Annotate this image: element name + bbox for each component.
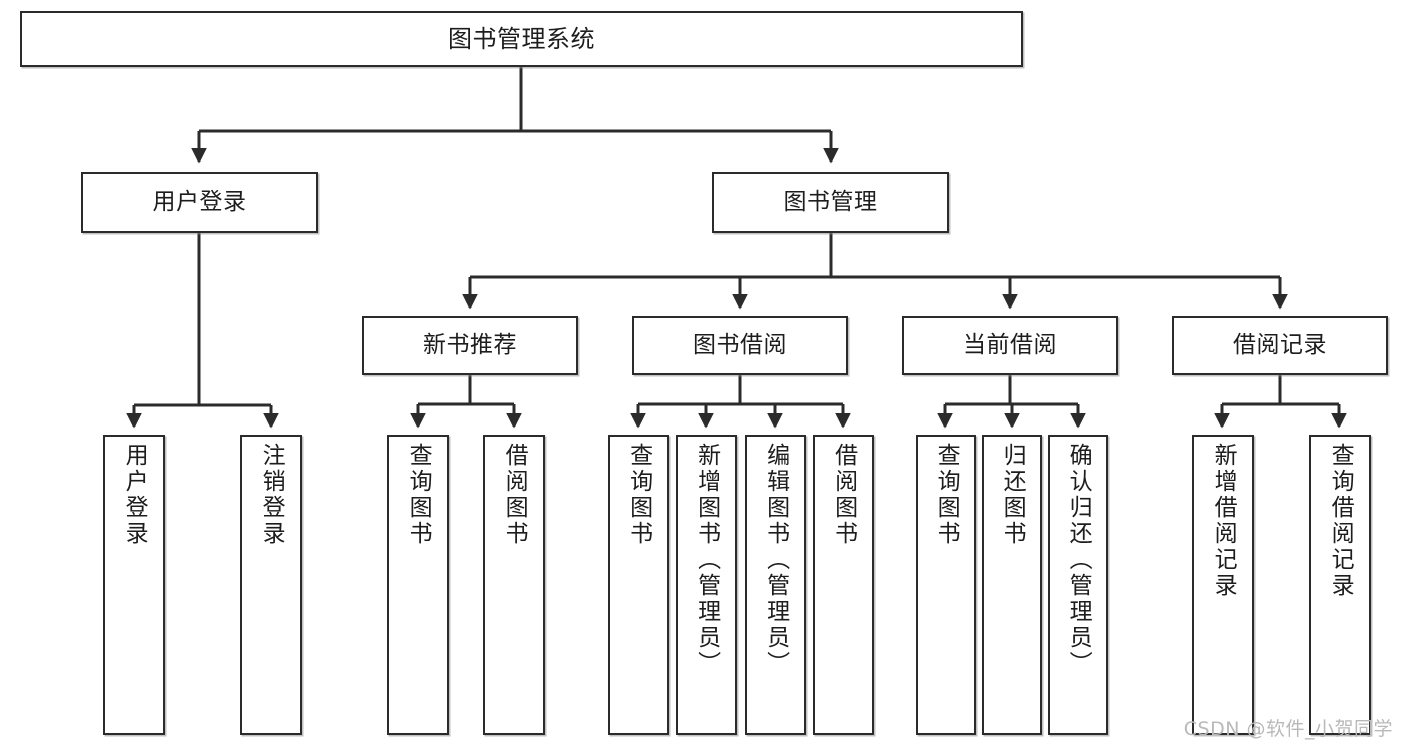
node-user-login[interactable]: 用户登录 (81, 172, 318, 233)
node-label: 新增图书（管理员） (693, 443, 720, 677)
leaf-user-login[interactable]: 用户登录 (103, 435, 165, 735)
leaf-borrow-query-book[interactable]: 查询图书 (608, 435, 669, 735)
node-book-management[interactable]: 图书管理 (712, 172, 949, 233)
leaf-record-add-borrow-record[interactable]: 新增借阅记录 (1192, 435, 1254, 735)
node-label: 归还图书 (999, 443, 1026, 547)
node-label: 用户登录 (121, 443, 148, 547)
node-label: 图书管理系统 (448, 24, 595, 53)
node-current-borrow[interactable]: 当前借阅 (902, 316, 1118, 375)
node-label: 查询图书 (933, 443, 960, 547)
leaf-recommend-query-book[interactable]: 查询图书 (387, 435, 449, 735)
node-label: 图书借阅 (693, 331, 787, 358)
leaf-borrow-edit-book-admin[interactable]: 编辑图书（管理员） (745, 435, 806, 735)
node-label: 当前借阅 (963, 331, 1057, 358)
leaf-borrow-add-book-admin[interactable]: 新增图书（管理员） (676, 435, 737, 735)
node-label: 图书管理 (783, 188, 878, 215)
node-label: 借阅图书 (830, 443, 857, 547)
leaf-borrow-borrow-book[interactable]: 借阅图书 (813, 435, 874, 735)
node-label: 借阅记录 (1233, 331, 1327, 358)
node-label: 借阅图书 (501, 443, 528, 547)
node-label: 确认归还（管理员） (1065, 443, 1092, 677)
node-root-system[interactable]: 图书管理系统 (20, 11, 1023, 67)
leaf-user-logout[interactable]: 注销登录 (240, 435, 302, 735)
node-label: 用户登录 (152, 188, 247, 215)
leaf-current-return-book[interactable]: 归还图书 (982, 435, 1042, 735)
leaf-recommend-borrow-book[interactable]: 借阅图书 (483, 435, 545, 735)
node-label: 注销登录 (258, 443, 285, 547)
leaf-record-query-borrow-record[interactable]: 查询借阅记录 (1309, 435, 1371, 735)
leaf-current-confirm-return-admin[interactable]: 确认归还（管理员） (1048, 435, 1108, 735)
node-new-book-recommend[interactable]: 新书推荐 (362, 316, 578, 375)
node-label: 查询图书 (405, 443, 432, 547)
node-borrow-record[interactable]: 借阅记录 (1172, 316, 1388, 375)
node-label: 查询借阅记录 (1327, 443, 1354, 599)
node-book-borrow[interactable]: 图书借阅 (632, 316, 848, 375)
leaf-current-query-book[interactable]: 查询图书 (916, 435, 976, 735)
node-label: 编辑图书（管理员） (762, 443, 789, 677)
node-label: 新书推荐 (423, 331, 517, 358)
node-label: 查询图书 (625, 443, 652, 547)
node-label: 新增借阅记录 (1210, 443, 1237, 599)
